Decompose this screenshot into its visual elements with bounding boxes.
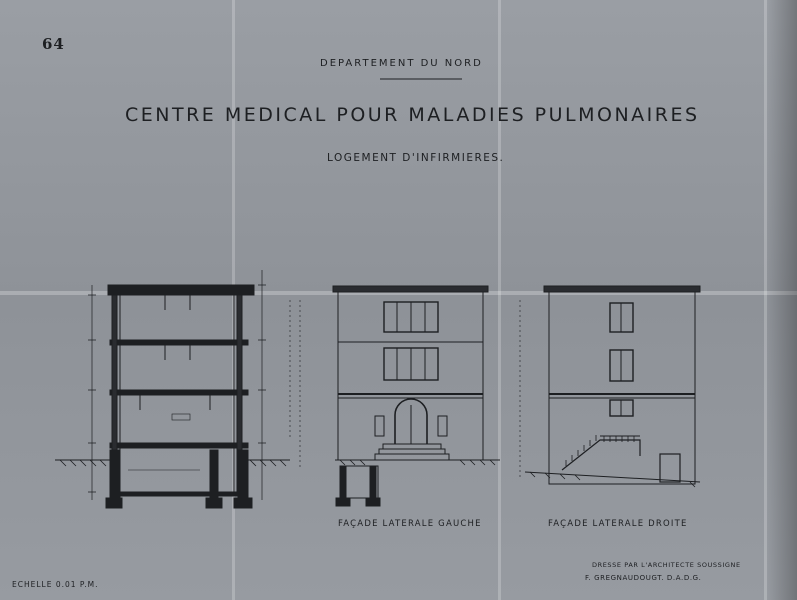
architect-name: F. GREGNAUDOUGT. D.A.D.G.	[585, 574, 702, 582]
fold-line	[0, 291, 797, 295]
left-facade-drawing	[299, 285, 521, 507]
fold-line	[498, 0, 501, 600]
fold-line	[764, 0, 767, 600]
left-facade-label: FAÇADE LATERALE GAUCHE	[338, 519, 482, 529]
sheet-edge-shadow	[767, 0, 797, 600]
right-facade-drawing	[524, 285, 701, 488]
building-section-drawing	[55, 270, 291, 509]
drawing-title: CENTRE MEDICAL POUR MALADIES PULMONAIRES	[125, 104, 700, 126]
departement-heading: DEPARTEMENT DU NORD	[320, 58, 483, 69]
sheet-number: 64	[42, 35, 65, 53]
architect-credit: DRESSE PAR L'ARCHITECTE SOUSSIGNE	[592, 561, 741, 569]
right-facade-label: FAÇADE LATERALE DROITE	[548, 519, 688, 529]
scale-label: ECHELLE 0.01 P.M.	[12, 580, 99, 589]
drawing-subtitle: LOGEMENT D'INFIRMIERES.	[327, 152, 505, 164]
